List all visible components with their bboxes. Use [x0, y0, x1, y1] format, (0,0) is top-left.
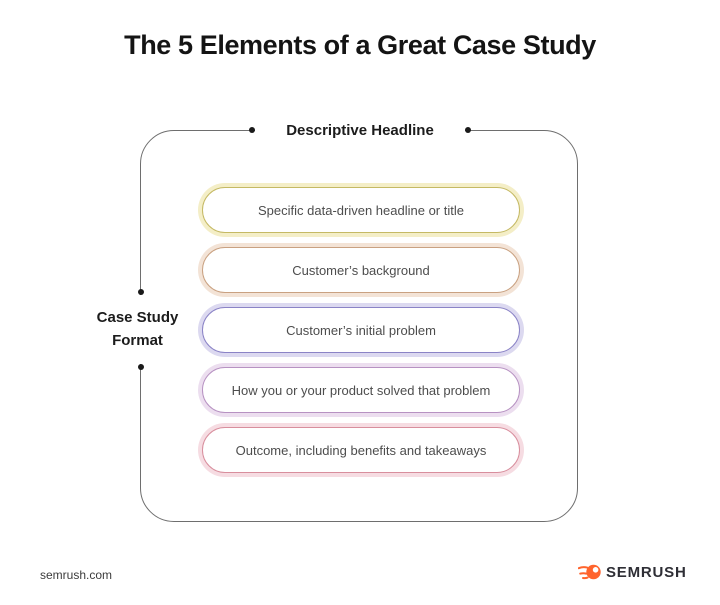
pill-label: How you or your product solved that prob… — [231, 382, 491, 398]
top-label-descriptive-headline: Descriptive Headline — [286, 122, 434, 139]
brand-wordmark: SEMRUSH — [606, 563, 687, 581]
connector-dot — [465, 127, 471, 133]
pill-label: Specific data-driven headline or title — [258, 202, 464, 218]
case-study-element-pill: Outcome, including benefits and takeaway… — [202, 427, 520, 473]
connector-dot — [138, 289, 144, 295]
pill-label: Outcome, including benefits and takeaway… — [235, 442, 487, 458]
connector-dot — [249, 127, 255, 133]
page-title: The 5 Elements of a Great Case Study — [124, 30, 596, 60]
frame-left-gap — [136, 295, 145, 364]
pill-label: Customer’s initial problem — [286, 322, 436, 338]
frame-top-gap — [255, 126, 465, 135]
case-study-element-pill: Customer’s background — [202, 247, 520, 293]
case-study-element-pill: How you or your product solved that prob… — [202, 367, 520, 413]
semrush-flame-icon — [578, 564, 601, 580]
website-url: semrush.com — [40, 568, 113, 582]
case-study-element-pill: Specific data-driven headline or title — [202, 187, 520, 233]
connector-dot — [138, 364, 144, 370]
semrush-logo: SEMRUSH — [578, 563, 687, 581]
pill-label: Customer’s background — [292, 262, 430, 278]
case-study-element-pill: Customer’s initial problem — [202, 307, 520, 353]
side-label-case-study-format: Case Study Format — [96, 309, 179, 349]
